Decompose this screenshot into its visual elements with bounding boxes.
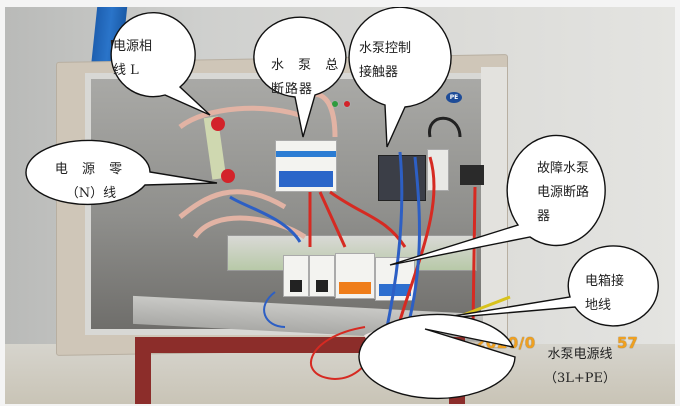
breaker-toggle: [316, 280, 328, 292]
annotated-photo: PE 2020/0 57: [5, 7, 675, 404]
phase-terminal-cap: [211, 117, 225, 131]
floor: [5, 344, 675, 404]
callout-contactor: 水泵控制 接触器: [359, 37, 411, 85]
callout-text: 电 源 零: [54, 162, 128, 177]
breaker-toggle: [339, 282, 371, 294]
callout-pump-power: 水泵电源线 （3L+PE）: [525, 343, 635, 391]
callout-text: 电源断路: [537, 185, 590, 200]
callout-text: 水泵电源线: [547, 347, 613, 362]
callout-fault-breaker: 故障水泵 电源断路 器: [537, 157, 589, 229]
callout-text: 断路器: [271, 82, 314, 97]
callout-text: 地线: [585, 298, 612, 313]
neutral-terminal-cap: [221, 169, 235, 183]
main-breaker: [275, 140, 337, 192]
callout-text: （3L+PE）: [543, 371, 617, 386]
callout-main-breaker: 水 泵 总 断路器: [271, 54, 343, 102]
branch-breaker-1: [283, 255, 309, 297]
callout-text: 线 L: [113, 63, 139, 78]
branch-breaker-2: [309, 255, 335, 297]
callout-text: 电源相: [113, 39, 153, 54]
callout-text: 接触器: [359, 65, 399, 80]
callout-text: （N）线: [65, 186, 117, 201]
callout-text: 器: [537, 209, 551, 224]
callout-neutral-line: 电 源 零 （N）线: [45, 158, 137, 206]
callout-text: 水 泵 总: [271, 58, 344, 73]
breaker-toggle: [279, 171, 333, 187]
callout-text: 电箱接: [585, 274, 625, 289]
breaker-toggle: [290, 280, 302, 292]
callout-ground-wire: 电箱接 地线: [585, 270, 624, 318]
branch-breaker-orange: [335, 253, 375, 299]
breaker-label-stripe: [276, 151, 336, 157]
pe-label: PE: [446, 92, 462, 103]
callout-text: 水泵控制: [359, 41, 412, 56]
photo-timestamp-tail: 57: [617, 334, 638, 352]
callout-phase-line: 电源相 线 L: [113, 35, 152, 83]
callout-text: 故障水泵: [537, 161, 590, 176]
